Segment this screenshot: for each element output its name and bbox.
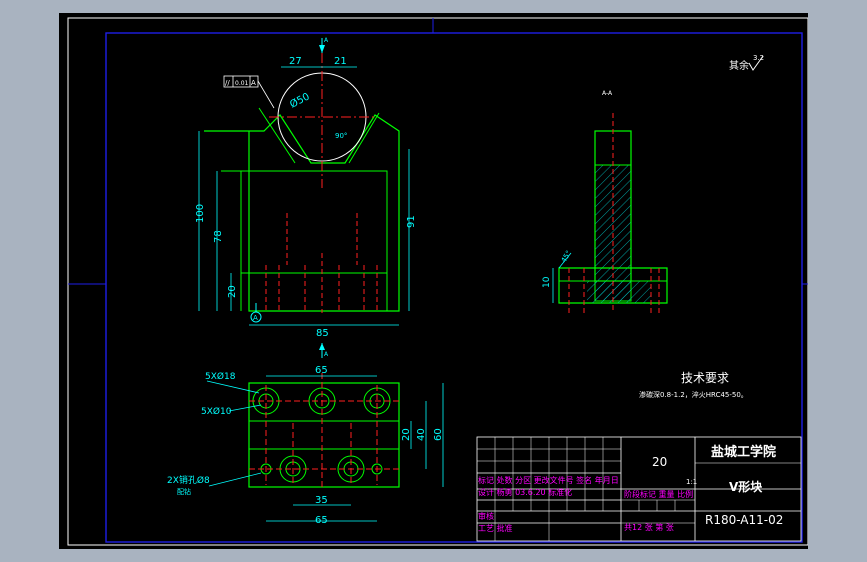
front-outline [204,114,400,312]
dim-top-65: 65 [315,365,328,376]
dim-21: 21 [334,56,347,67]
label-pin-note: 配钻 [177,487,191,496]
section-marker-bottom: A [324,351,329,358]
dim-60-right: 60 [433,428,444,441]
section-view: A-A 10 45° [542,90,668,313]
roughness-symbol [748,55,764,71]
dim-20-right: 20 [401,428,412,441]
section-marker-top: A [324,37,329,44]
drawing-viewport[interactable]: 其余 3.2 A A [59,13,809,549]
stamp-row-3: 审核 [478,511,494,521]
dim-27: 27 [289,56,302,67]
stamp-row-1: 标记 处数 分区 更改文件号 签名 年月日 [478,475,619,485]
dim-85: 85 [316,328,329,339]
technical-requirements: 技术要求 渗碳深0.8-1.2，淬火HRC45-50。 [639,371,748,399]
engineering-drawing: 其余 3.2 A A [67,17,809,546]
scale: 1:1 [686,478,697,486]
title-block [476,436,802,542]
stamp-row-4: 工艺 批准 [478,523,513,533]
dim-10: 10 [542,276,552,288]
inner-border [105,32,803,543]
roughness-label: 其余 [729,59,749,72]
dim-dia50: Ø50 [288,90,312,110]
dim-78: 78 [213,230,224,243]
base [558,267,668,304]
svg-text:A: A [253,314,258,322]
stamp-row-2: 设计 杨勇 03.6.20 标准化 [478,487,572,497]
roughness-value: 3.2 [753,54,764,62]
dim-40-right: 40 [416,428,427,441]
top-outline [248,382,400,488]
drawing-number: R180-A11-02 [705,513,783,527]
tech-req-title: 技术要求 [681,371,729,385]
svg-text:0.01: 0.01 [235,80,249,87]
dim-91: 91 [406,215,417,228]
label-counterbore: 5XØ18 [205,371,236,382]
school-name: 盐城工学院 [711,444,776,460]
svg-text://: // [225,79,230,87]
roughness-note: 其余 3.2 [729,54,764,72]
label-hole: 5XØ10 [201,406,232,417]
part-name: V形块 [729,479,763,494]
front-view: A A [195,37,417,358]
dim-angle: 90° [335,132,347,140]
front-inner-step [221,170,388,274]
material: 20 [652,455,667,469]
top-view: 65 35 65 20 40 60 5XØ18 5XØ10 2X销孔Ø8 配钻 [167,365,444,526]
tech-req-text: 渗碳深0.8-1.2，淬火HRC45-50。 [639,390,748,399]
section-view-label: A-A [602,90,613,97]
svg-text:A: A [251,79,256,87]
dim-20: 20 [227,285,238,298]
parallelism-tolerance: // 0.01 A [223,75,275,109]
dim-100: 100 [195,204,206,223]
outer-frame [67,17,809,546]
dim-bottom-65: 65 [315,515,328,526]
dim-bottom-35: 35 [315,495,328,506]
datum-a: A [250,303,262,323]
dim-chamfer: 45° [560,249,573,264]
stage-row: 阶段标记 重量 比例 [624,489,693,499]
label-pin-hole: 2X销孔Ø8 [167,474,210,486]
sheet-count: 共12 张 第 张 [624,522,674,532]
counterbore-1 [252,387,280,415]
